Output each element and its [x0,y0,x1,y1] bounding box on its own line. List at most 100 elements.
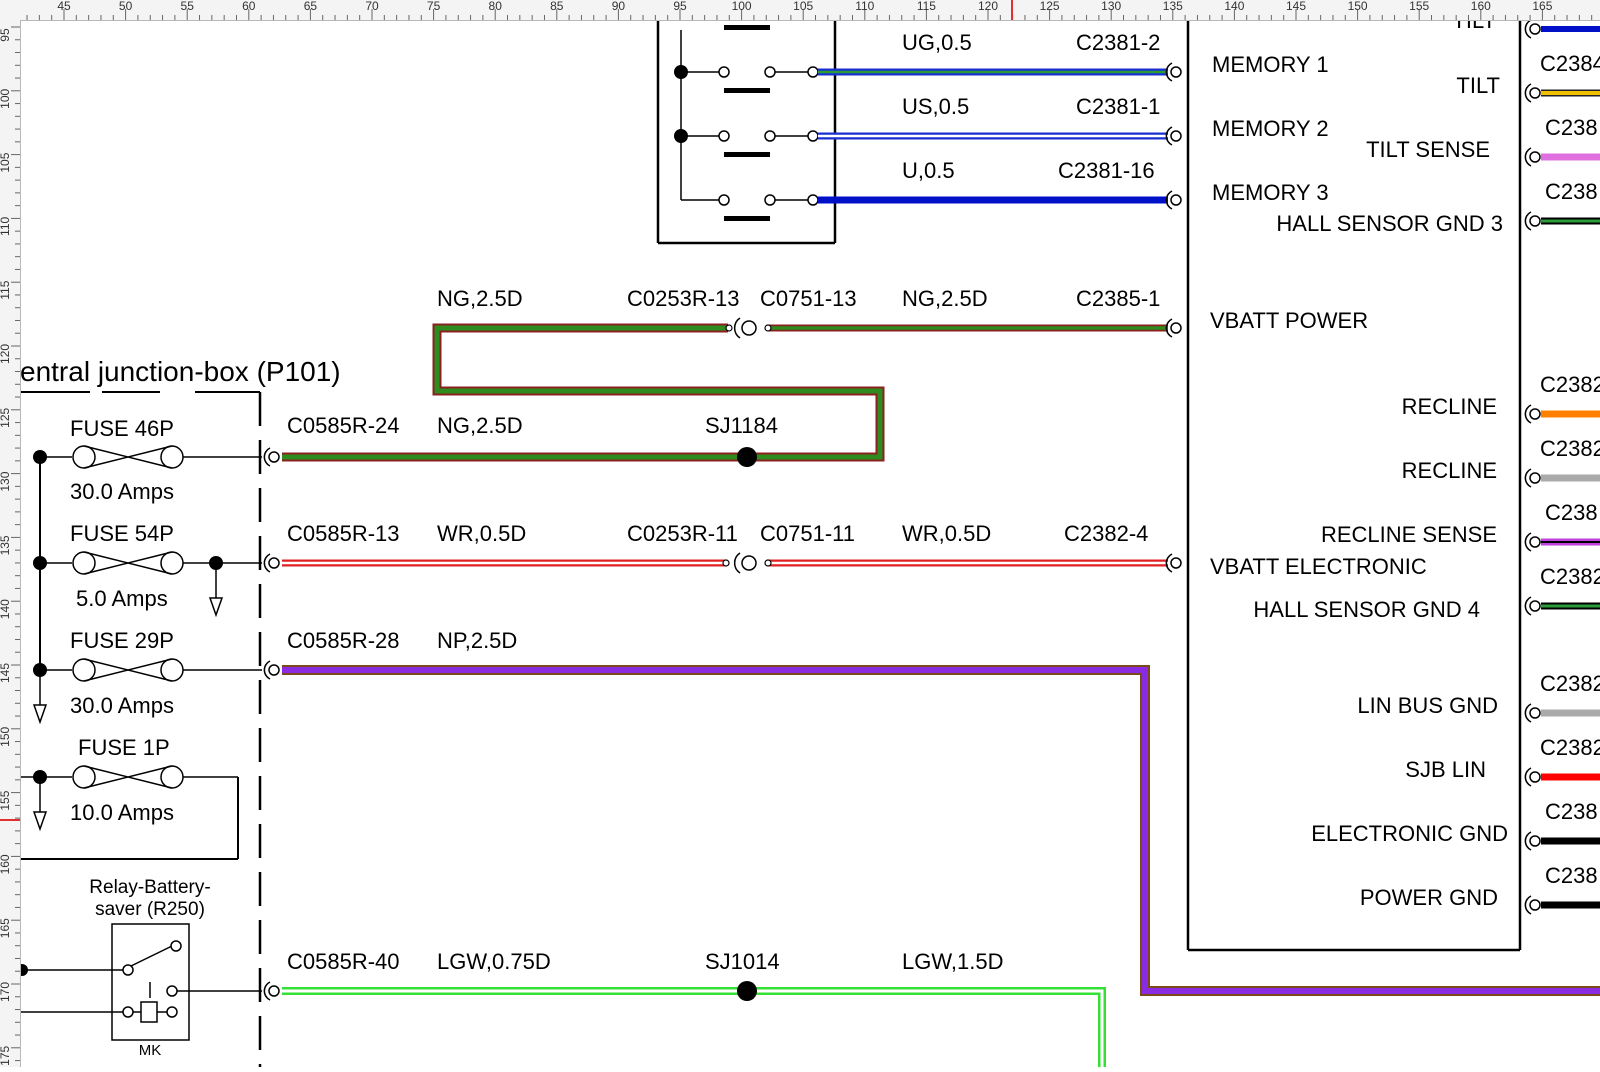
ruler-label: 55 [181,0,195,13]
connector-label: C2381-1 [1076,94,1160,119]
pin-label-memory-1: MEMORY 1 [1212,52,1329,77]
wiring-schematic: UG,0.5 C2381-2 US,0.5 C2381-1 U,0.5 C238… [21,21,1600,1067]
central-junction-box[interactable]: entral junction-box (P101) [21,356,341,1067]
fuse-name: FUSE 29P [70,628,174,653]
fuse-54p[interactable]: FUSE 54P 5.0 Amps [33,521,262,618]
wire-spec: LGW,1.5D [902,949,1003,974]
ruler-label: 105 [793,0,813,13]
ruler-label: 110 [0,217,12,236]
ruler-label: 135 [1163,0,1183,13]
fuse-name: FUSE 1P [78,735,170,760]
fuse-29p[interactable]: FUSE 29P 30.0 Amps [32,628,262,725]
pin-label-tilt-sense: TILT SENSE [1366,137,1490,162]
ruler-vertical-svg: 9510010511011512012513013514014515015516… [0,26,20,1066]
connector-label: C2382 [1540,372,1600,397]
fuse-rating: 5.0 Amps [76,586,168,611]
wire-spec: WR,0.5D [902,521,991,546]
ruler-label: 95 [673,0,687,13]
connector-label: C0253R-11 [627,521,738,546]
pin-label-electronic-gnd: ELECTRONIC GND [1311,821,1508,846]
wire-np[interactable]: C0585R-28 NP,2.5D [282,628,1600,996]
wire-spec: LGW,0.75D [437,949,551,974]
ruler-label: 115 [0,280,12,299]
wire-u[interactable]: U,0.5 C2381-16 [818,158,1168,204]
wire-wr[interactable]: C0585R-13 WR,0.5D C0253R-11 C0751-11 WR,… [282,521,1168,567]
connector-label: C0253R-13 [627,286,740,311]
ruler-label: 165 [0,918,12,938]
connector-sockets-left [263,447,280,1001]
ruler-label: 150 [1348,0,1368,13]
pin-label-power-gnd: POWER GND [1360,885,1498,910]
connector-label: C0585R-13 [287,521,400,546]
pin-label-lin-bus-gnd: LIN BUS GND [1357,693,1498,718]
fuse-rating: 10.0 Amps [70,800,174,825]
right-side-wires[interactable]: C2384 C238 C238 C2382 C2382 C238 C2382 C… [1524,21,1600,915]
ruler-label: 70 [365,0,379,13]
ruler-label: 45 [57,0,71,13]
ruler-label: 125 [1040,0,1060,13]
relay-battery-saver[interactable]: Relay-Battery- saver (R250) MK [21,877,262,1059]
connector-label: C0585R-40 [287,949,400,974]
connector-label: C2382 [1540,735,1600,760]
relay-mk-label: MK [139,1042,162,1059]
connector-label: C0751-11 [760,521,855,546]
seat-module[interactable]: TILT MEMORY 1 MEMORY 2 MEMORY 3 VBATT PO… [1186,21,1522,952]
ruler-label: 80 [489,0,503,13]
pin-label-sjb-lin: SJB LIN [1405,757,1486,782]
wire-lgw[interactable]: C0585R-40 LGW,0.75D SJ1014 LGW,1.5D [282,949,1106,1067]
connector-label: C2382-4 [1064,521,1148,546]
fuse-rating: 30.0 Amps [70,479,174,504]
fuse-rating: 30.0 Amps [70,693,174,718]
ruler-label: 145 [0,663,12,683]
fuse-46p[interactable]: FUSE 46P 30.0 Amps [33,416,262,504]
ruler-label: 170 [0,982,12,1002]
pin-label-memory-3: MEMORY 3 [1212,180,1329,205]
wire-us[interactable]: US,0.5 C2381-1 [818,94,1168,140]
pin-label-vbatt-electronic: VBATT ELECTRONIC [1210,554,1427,579]
connector-label: C238 [1545,799,1598,824]
wire-spec: NG,2.5D [902,286,988,311]
connector-label: C2381-2 [1076,30,1160,55]
fuse-name: FUSE 46P [70,416,174,441]
wire-spec: NP,2.5D [437,628,517,653]
fuse-1p[interactable]: FUSE 1P 10.0 Amps [21,735,238,832]
wire-spec: UG,0.5 [902,30,972,55]
inline-connector-ng[interactable] [725,317,772,339]
relay-title-2: saver (R250) [95,899,205,920]
wire-ug[interactable]: UG,0.5 C2381-2 [818,30,1168,76]
ruler-label: 110 [855,0,874,13]
connector-label: C238 [1545,115,1598,140]
splice-sj1184[interactable] [737,447,757,467]
ruler-label: 150 [0,726,12,746]
splice-sj1014[interactable] [737,981,757,1001]
pin-label-hall-gnd-3: HALL SENSOR GND 3 [1276,211,1503,236]
ruler-label: 165 [1532,0,1552,13]
schematic-canvas[interactable]: UG,0.5 C2381-2 US,0.5 C2381-1 U,0.5 C238… [21,21,1600,1067]
wire-spec: WR,0.5D [437,521,526,546]
connector-label: C2385-1 [1076,286,1160,311]
ruler-label: 85 [550,0,564,13]
pin-label-recline: RECLINE [1402,394,1497,419]
wire-ng[interactable]: NG,2.5D C0253R-13 C0751-13 NG,2.5D C2385… [282,286,1168,467]
ruler-label: 155 [1409,0,1429,13]
ruler-label: 155 [0,790,12,810]
pin-label-vbatt-power: VBATT POWER [1210,308,1368,333]
ruler-label: 65 [304,0,318,13]
pin-label-hall-gnd-4: HALL SENSOR GND 4 [1253,597,1480,622]
ruler-label: 115 [917,0,936,13]
wire-spec: US,0.5 [902,94,969,119]
ruler-label: 100 [0,88,12,108]
ruler-label: 105 [0,152,12,172]
connector-label: C2382 [1540,564,1600,589]
ruler-label: 120 [0,344,12,364]
pin-label-tilt-top: TILT [1452,21,1496,33]
inline-connector-wr[interactable] [722,552,772,574]
connector-label: C2384 [1540,51,1600,76]
connector-label: C238 [1545,863,1598,888]
connector-label: C2382 [1540,671,1600,696]
splice-label: SJ1014 [705,949,780,974]
ruler-label: 120 [978,0,998,13]
